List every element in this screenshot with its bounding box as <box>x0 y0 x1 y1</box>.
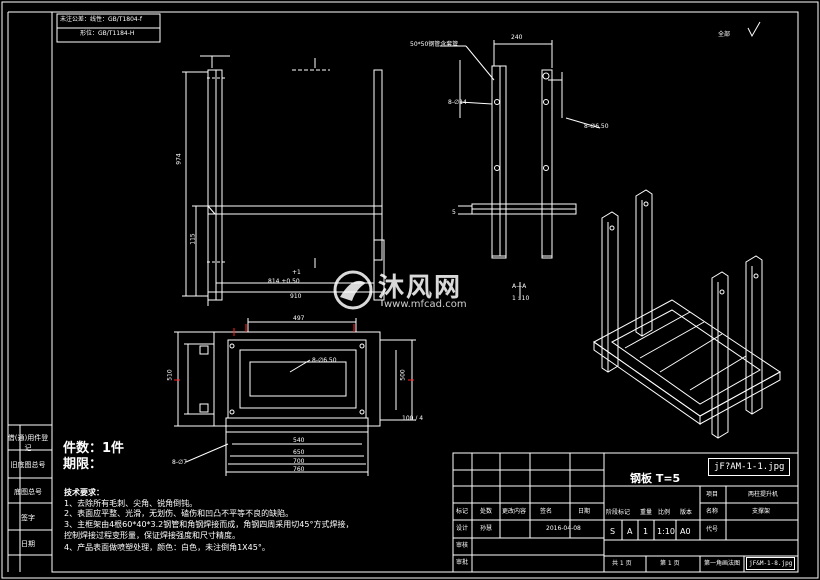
project-value: 两柱提升机 <box>748 491 779 498</box>
dim-plan-right1: 500 <box>399 369 407 381</box>
side-label-date: 日期 <box>21 540 35 548</box>
dim-plan-top: 497 <box>293 315 305 322</box>
title-block-lines <box>452 452 799 573</box>
dim-side-hole: 8-∅14 <box>448 99 467 106</box>
weight-label: 重量 <box>640 509 653 516</box>
watermark-url: www.mfcad.com <box>384 299 467 310</box>
design-label: 设计 <box>456 525 469 532</box>
stage-label: 阶段标记 <box>606 509 631 516</box>
total-sheets: 共 1 页 <box>612 560 632 567</box>
stage-value-a: A <box>627 527 633 536</box>
review-label: 审核 <box>456 542 469 549</box>
side-label-old-base: 旧底图总号 <box>10 461 46 469</box>
header-date: 日期 <box>578 508 591 515</box>
version-label: 版本 <box>680 509 693 516</box>
watermark: 沐风网 www.mfcad.com <box>330 265 500 315</box>
dim-front-width1: 814 +0.50 <box>268 278 300 285</box>
dim-plan-b1: 540 <box>293 437 305 444</box>
dim-plan-b3: 700 <box>293 458 305 465</box>
section-scale: 1 : 10 <box>512 295 530 302</box>
header-change: 更改内容 <box>502 508 527 515</box>
tech-title: 技术要求： <box>64 488 104 497</box>
watermark-text: 沐风网 <box>378 273 463 303</box>
side-label-base: 底图总号 <box>14 488 42 496</box>
dim-plan-hole2: 8-∅7 <box>172 459 188 466</box>
header-count: 处数 <box>480 508 493 515</box>
side-label-sign: 签字 <box>21 514 35 522</box>
dim-front-height: 974 <box>175 153 183 165</box>
isometric-view <box>593 189 781 439</box>
projection-method: 第一角画法图 <box>704 560 741 567</box>
tolerance-note: 未注公差：线性：GB/T1804-f <box>60 16 142 23</box>
dim-side-hole2: 8-∅6.50 <box>584 123 609 130</box>
dim-front-small2: +1 <box>292 269 301 276</box>
dim-front-width2: 910 <box>290 293 302 300</box>
side-label-borrowed: 借(通)用件登记 <box>7 434 49 452</box>
designer-name: 孙慧 <box>480 525 493 532</box>
weight-value: 1 <box>643 527 649 536</box>
geometric-tolerance-note: 形位：GB/T1184-H <box>80 30 135 37</box>
dim-plan-b4: 760 <box>293 466 305 473</box>
scale-label: 比例 <box>658 509 671 516</box>
side-view <box>440 40 601 300</box>
approve-label: 审批 <box>456 559 469 566</box>
watermark-logo-icon <box>333 270 373 310</box>
name-label: 名称 <box>706 508 719 515</box>
surface-finish-symbol <box>747 21 761 38</box>
sheet-number: 第 1 页 <box>660 560 680 567</box>
plan-view <box>174 318 416 476</box>
name-value: 支撑架 <box>752 508 771 515</box>
quantity-count: 件数：1件 <box>63 441 125 456</box>
dim-side-top: 240 <box>511 34 523 41</box>
side-registration-box <box>8 424 52 572</box>
section-label: A—A <box>512 283 527 290</box>
dim-front-small1: 115 <box>189 233 197 245</box>
tech-item-3: 3、主框架由4根60*40*3.2钢管和角钢焊接而成，角钢四周采用切45°方式焊… <box>64 520 354 529</box>
dim-side-small: 5 <box>452 209 456 216</box>
header-mark: 标记 <box>456 508 469 515</box>
image-filename-tag: jF?AM-1-1.jpg <box>708 458 791 476</box>
file-tag: jF&M-1-8.jpg <box>746 557 796 570</box>
tech-item-2: 2、表面应平整、光滑，无划伤、磕伤和凹凸不平等不良的缺陷。 <box>64 509 294 518</box>
side-pipe-label: 50*50钢管含套管 <box>410 41 459 48</box>
dim-plan-b2: 650 <box>293 449 305 456</box>
scale-value: 1:10 <box>657 527 675 536</box>
tech-item-3b: 控制焊接过程变形量，保证焊接强度和尺寸精度。 <box>64 531 240 540</box>
header-sign: 签名 <box>540 508 553 515</box>
dim-plan-hole: 8-∅6.50 <box>312 357 337 364</box>
design-date: 2016-04-08 <box>546 525 581 532</box>
material-spec: 钢板 T=5 <box>630 472 681 485</box>
stage-value-s: S <box>610 527 616 536</box>
project-label: 项目 <box>706 491 719 498</box>
tech-item-4: 4、产品表面做喷塑处理，颜色：白色，未注倒角1X45°。 <box>64 543 270 552</box>
version-value: A0 <box>680 527 691 536</box>
code-label: 代号 <box>706 526 719 533</box>
surface-finish-label: 全部 <box>718 31 731 38</box>
tech-item-1: 1、去除所有毛刺、尖角、锐角倒钝。 <box>64 499 198 508</box>
dim-plan-left: 510 <box>166 369 174 381</box>
inner-border <box>51 11 799 573</box>
dim-plan-right2: 100 / 4 <box>402 415 424 422</box>
quantity-period: 期限： <box>63 457 103 472</box>
front-view <box>182 55 385 306</box>
